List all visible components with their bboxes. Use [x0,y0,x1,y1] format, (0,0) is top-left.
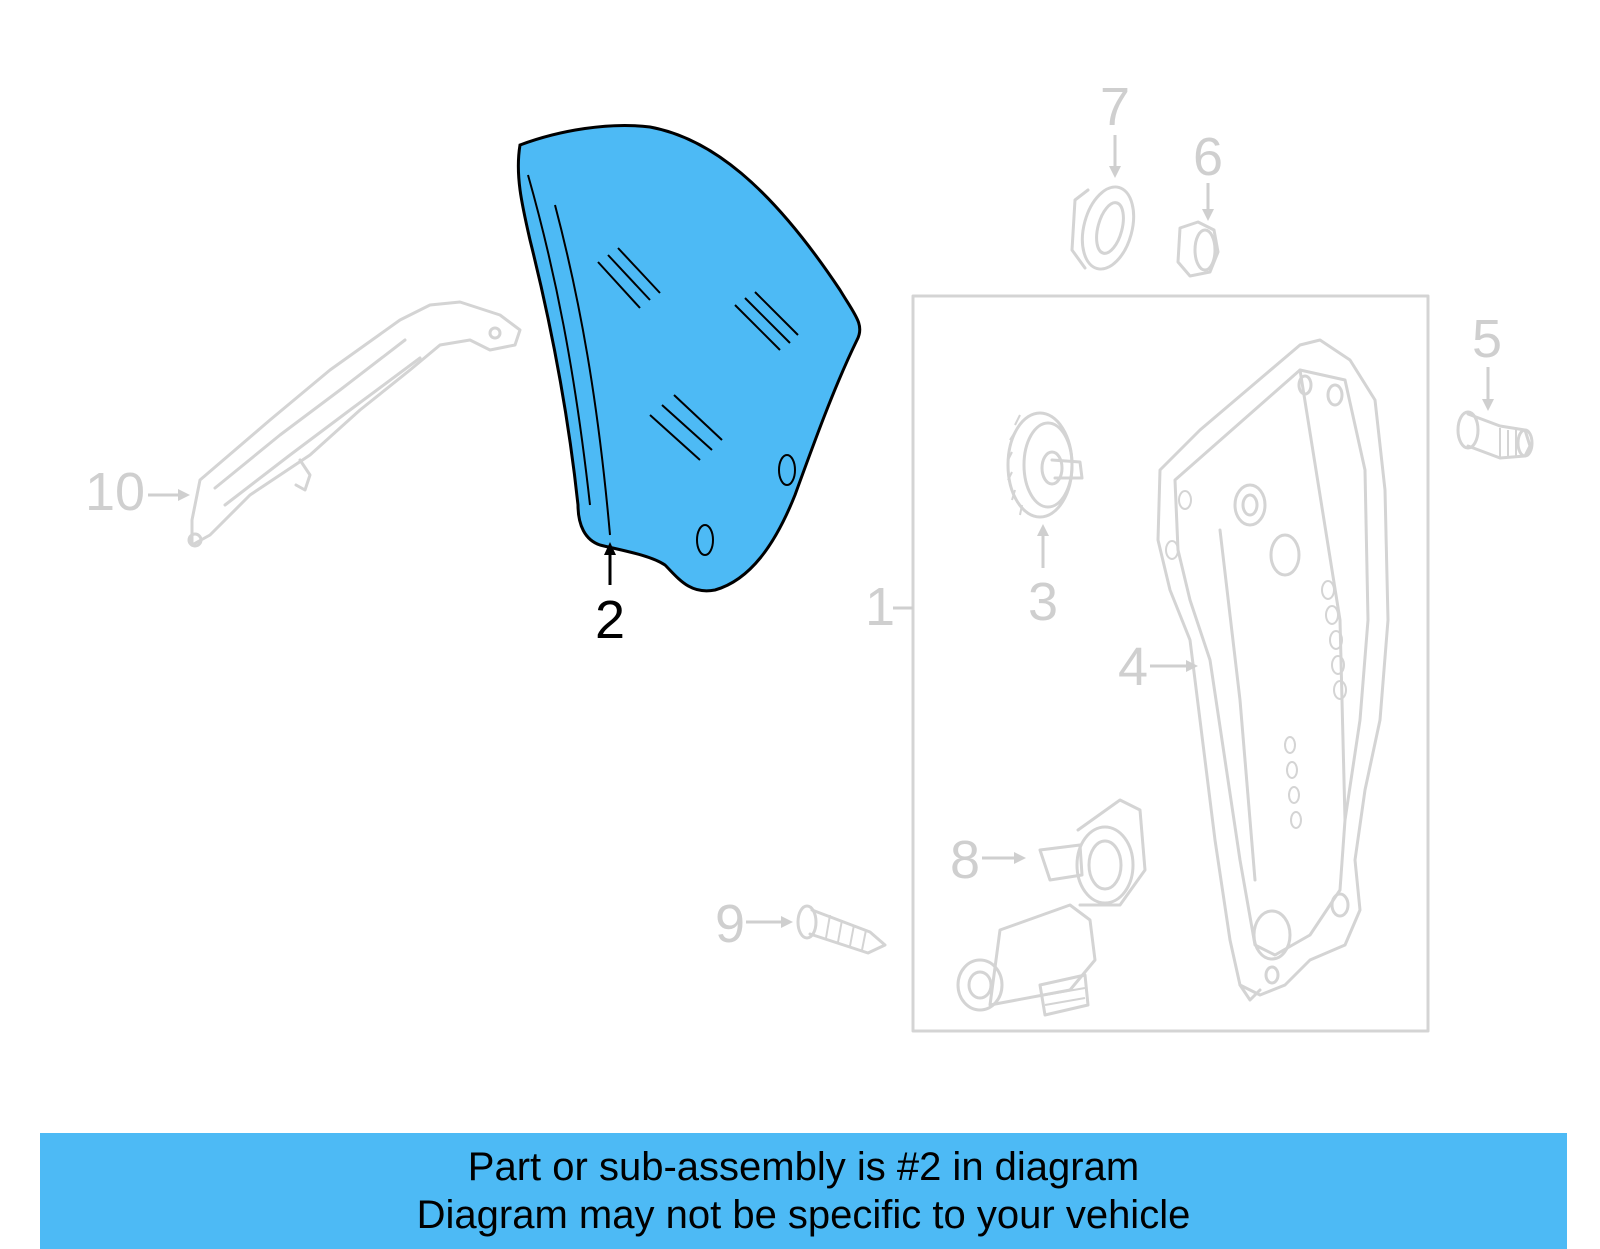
leader-2 [604,542,616,585]
leader-8 [982,852,1026,864]
part-4-regulator-carrier[interactable] [1156,338,1390,1002]
callout-3[interactable]: 3 [1028,572,1058,632]
part-8-window-motor[interactable] [956,798,1147,1017]
part-9-screw[interactable] [796,904,887,955]
part-2-door-glass[interactable] [516,124,862,593]
callout-7[interactable]: 7 [1100,77,1130,137]
part-7-grommet[interactable] [1070,181,1142,275]
leader-7 [1109,135,1121,178]
callout-6[interactable]: 6 [1193,127,1223,187]
callout-5[interactable]: 5 [1472,309,1502,369]
callout-2[interactable]: 2 [595,590,625,650]
leader-3 [1037,524,1049,568]
leader-6 [1202,183,1214,221]
part-10-strip[interactable] [187,300,522,548]
callout-9[interactable]: 9 [715,894,745,954]
part-3-gear[interactable] [1006,411,1084,519]
part-5-bolt[interactable] [1456,410,1534,460]
leader-4 [1150,660,1198,672]
callout-1[interactable]: 1 [865,577,895,637]
part-6-nut[interactable] [1176,220,1220,278]
leader-5 [1482,367,1494,411]
callout-10[interactable]: 10 [85,462,145,522]
part-1-regulator-assembly-box[interactable] [911,294,1430,1033]
banner-line-1: Part or sub-assembly is #2 in diagram [467,1145,1140,1189]
callout-8[interactable]: 8 [950,830,980,890]
banner-line-2: Diagram may not be specific to your vehi… [416,1193,1191,1237]
info-banner: Part or sub-assembly is #2 in diagram Di… [40,1133,1567,1249]
leader-9 [746,916,793,928]
leader-10 [148,489,190,501]
callout-4[interactable]: 4 [1118,637,1148,697]
